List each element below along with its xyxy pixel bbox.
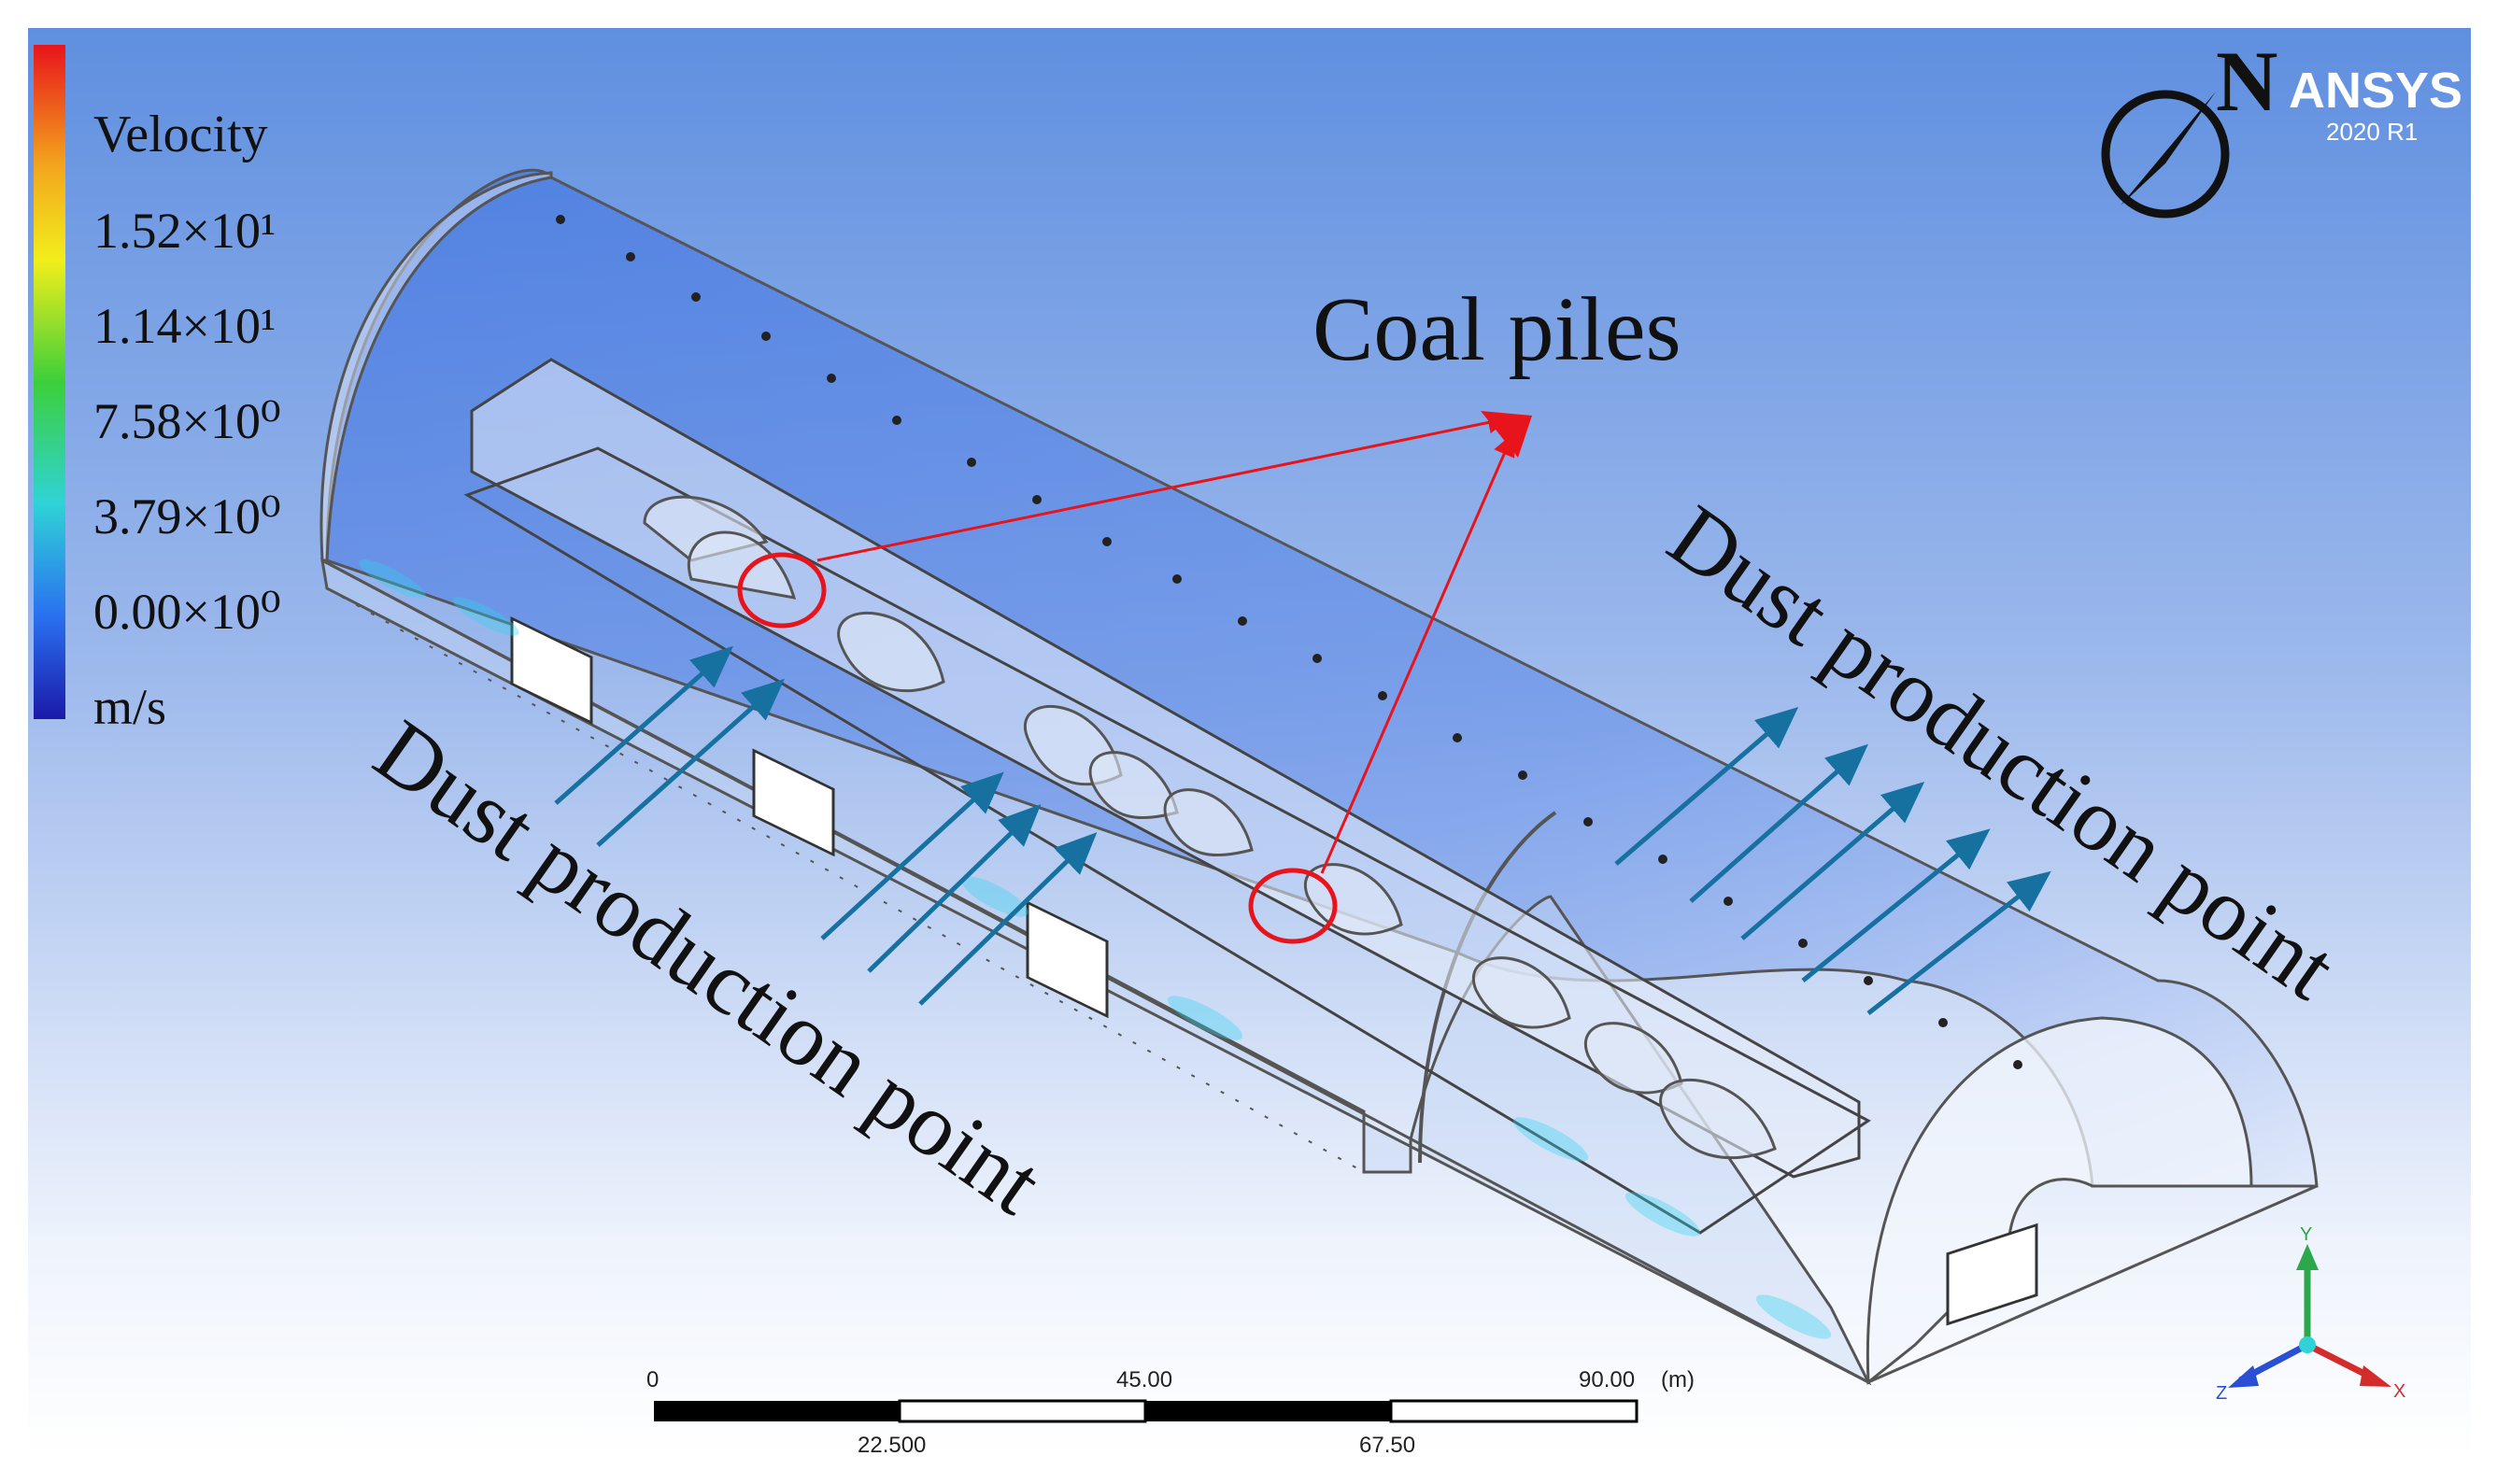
door xyxy=(510,616,593,725)
scale-bar: 0 45.00 90.00 (m) 22.500 67.50 xyxy=(646,1367,1695,1458)
triad-y-label: Y xyxy=(2300,1224,2312,1245)
coal-piles-callout: Coal piles xyxy=(737,279,1681,944)
wind-arrow xyxy=(867,804,1042,973)
legend-unit: m/s xyxy=(93,679,166,735)
coal-pile xyxy=(1088,751,1179,819)
ansys-wordmark: ANSYS xyxy=(2289,63,2462,119)
wind-arrow xyxy=(1614,706,1799,866)
scale-segment xyxy=(898,1399,1147,1423)
scale-segment xyxy=(1389,1399,1639,1423)
coal-piles xyxy=(643,495,1777,1160)
legend-tick: 1.52×10¹ xyxy=(93,203,276,259)
ansys-logo: ANSYS 2020 R1 xyxy=(2289,63,2462,146)
dust-plumes xyxy=(359,559,1832,1339)
compass-icon xyxy=(2101,90,2230,219)
stockyard-outline xyxy=(463,446,1871,1235)
dust-plume xyxy=(452,597,519,636)
dust-plume xyxy=(961,876,1029,917)
dust-plume xyxy=(1755,1294,1832,1339)
scale-segment xyxy=(1145,1401,1391,1421)
wind-arrow xyxy=(820,771,1004,940)
compass-needle-icon xyxy=(2121,92,2216,205)
wind-arrow xyxy=(1866,870,2051,1015)
ansys-version: 2020 R1 xyxy=(2326,118,2418,146)
wind-arrow xyxy=(1740,781,1925,940)
coal-pile xyxy=(688,530,797,600)
roof-vents xyxy=(556,215,2022,1069)
dust-plume xyxy=(1512,1117,1589,1162)
coal-shed-model xyxy=(319,168,2319,1386)
wind-arrow xyxy=(596,678,785,847)
dust-plume xyxy=(1624,1192,1701,1237)
callout-line xyxy=(1320,432,1515,874)
dust-plume xyxy=(359,559,426,599)
velocity-legend: Velocity 1.52×10¹ 1.14×10¹ 7.58×10⁰ 3.79… xyxy=(34,45,281,735)
right-dust-arrows xyxy=(1614,706,2051,1015)
scale-segment xyxy=(654,1401,900,1421)
triad-z-label: Z xyxy=(2216,1383,2227,1404)
coal-pile xyxy=(1584,1022,1683,1095)
color-bar xyxy=(34,45,65,719)
door xyxy=(1946,1223,2038,1326)
wind-arrow xyxy=(1689,743,1868,903)
legend-tick: 3.79×10⁰ xyxy=(93,488,281,544)
left-dust-arrows xyxy=(554,645,1098,1006)
door xyxy=(752,748,835,857)
north-compass: N xyxy=(2101,34,2277,219)
wind-arrow xyxy=(1801,828,1991,982)
legend-tick: 1.14×10¹ xyxy=(93,298,276,354)
coal-pile xyxy=(1472,956,1571,1029)
coal-pile xyxy=(1304,863,1403,936)
triad-x-label: X xyxy=(2393,1381,2405,1402)
end-wall-arch xyxy=(319,171,553,562)
scale-unit: (m) xyxy=(1661,1367,1695,1392)
scale-label: 22.500 xyxy=(858,1433,926,1458)
legend-tick: 0.00×10⁰ xyxy=(93,584,281,640)
coal-pile xyxy=(837,611,945,693)
legend-title: Velocity xyxy=(93,106,268,163)
callout-line xyxy=(816,411,1511,562)
dust-plume xyxy=(1167,996,1243,1040)
scale-label: 90.00 xyxy=(1579,1367,1635,1392)
callout-circle xyxy=(1248,868,1338,944)
wind-arrow xyxy=(554,645,733,805)
scale-label: 45.00 xyxy=(1116,1367,1172,1392)
scale-label: 0 xyxy=(646,1367,659,1392)
scale-label: 67.50 xyxy=(1359,1433,1415,1458)
legend-tick: 7.58×10⁰ xyxy=(93,393,281,449)
axis-triad: Y X Z xyxy=(2216,1224,2405,1404)
coal-pile xyxy=(1163,788,1254,856)
door xyxy=(1026,900,1109,1019)
wind-arrow xyxy=(918,832,1098,1006)
north-letter: N xyxy=(2216,34,2277,129)
callout-arrowhead-icon xyxy=(1481,411,1532,458)
callout-circle xyxy=(737,552,827,629)
coal-piles-label: Coal piles xyxy=(1312,279,1681,380)
coal-pile xyxy=(1659,1078,1777,1160)
